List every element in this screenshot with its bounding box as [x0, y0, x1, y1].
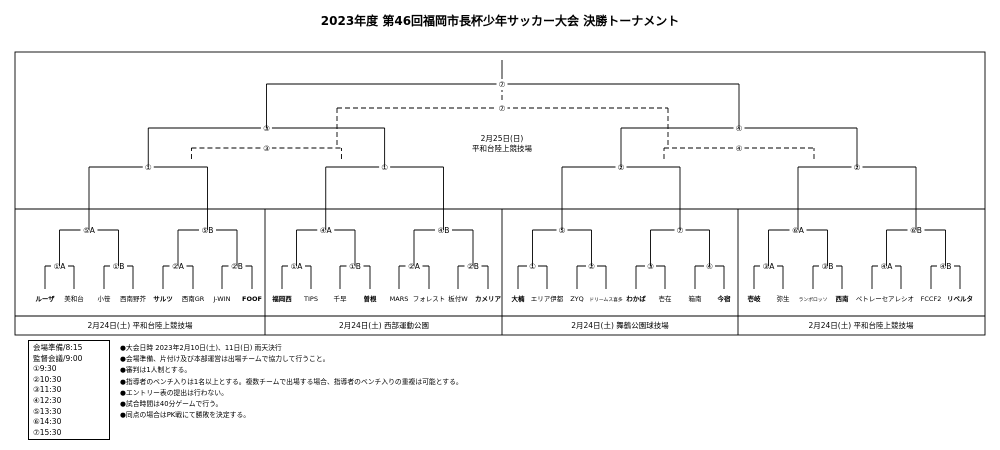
match-label-r2: ⑥A: [792, 226, 805, 235]
match-label-sf-third: ④: [736, 144, 743, 153]
match-label-r1: ②A: [408, 262, 421, 271]
match-label-r2: ④A: [320, 226, 333, 235]
team-name: フォレスト: [413, 295, 446, 303]
team-name: 千早: [334, 294, 348, 303]
page-title: 2023年度 第46回福岡市長杯少年サッカー大会 決勝トーナメント: [320, 14, 680, 28]
match-label-sf-third: ③: [263, 144, 270, 153]
match-label-final: ⑦: [499, 80, 506, 89]
team-name: サルツ: [153, 295, 173, 303]
match-label-r1: ③B: [822, 262, 834, 271]
note-item: ●大会日時 2023年2月10日(土)、11日(日) 雨天決行: [120, 344, 282, 352]
team-name: 弥生: [777, 294, 791, 303]
note-item: ●会場準備、片付け及び本部運営は出場チームで協力して行うこと。: [120, 355, 330, 364]
team-name: アレシオ: [888, 295, 914, 303]
team-name: ZYQ: [570, 295, 584, 303]
match-label-r1: ②: [588, 262, 595, 271]
match-label-r1: ①B: [349, 262, 361, 271]
match-label-sf: ④: [736, 124, 743, 133]
team-name: 美和台: [64, 294, 84, 303]
match-label-third-place-bg: [496, 103, 508, 113]
final-venue: 平和台陸上競技場: [472, 143, 532, 153]
team-name: 福岡西: [271, 294, 292, 303]
tournament-bracket: ルーザ 美和台 小笹西南野芥サルツ 西南GR J-WIN FOOF ①A ①B ②A ②B ⑤A ⑤B…: [14, 51, 986, 336]
team-name: FCCF2: [921, 295, 942, 303]
team-name: 箱南: [689, 294, 703, 303]
venue-footer: 2月24日(土) 舞鶴公園球技場: [571, 320, 669, 330]
note-item: ●試合時間は40分ゲームで行う。: [120, 400, 223, 409]
team-name: FOOF: [242, 295, 262, 303]
note-item: ●指導者のベンチ入りは1名以上とする。複数チームで出場する場合、指導者のベンチ入…: [120, 377, 463, 386]
schedule-item: ②10:30: [33, 374, 62, 384]
note-item: ●エントリー表の提出は行わない。: [120, 388, 228, 397]
match-label-r1: ②A: [172, 262, 185, 271]
notes-list: ●大会日時 2023年2月10日(土)、11日(日) 雨天決行 ●会場準備、片付け…: [120, 343, 720, 421]
match-label-r1: ①: [529, 262, 536, 271]
match-label-r1: ④A: [881, 262, 894, 271]
match-label-sf: ③: [263, 124, 270, 133]
team-name: ランポロッソ: [799, 296, 828, 303]
match-label-r1: ④: [706, 262, 713, 271]
team-name: 西南GR: [182, 294, 205, 303]
team-name: TIPS: [303, 295, 318, 303]
team-name: カメリア: [475, 295, 502, 303]
team-name: 壱在: [659, 294, 673, 303]
match-label-qf: ①: [145, 163, 152, 172]
team-name: 西南野芥: [120, 294, 147, 303]
team-name: J-WIN: [213, 295, 231, 303]
match-label-r2: ⑥B: [910, 226, 922, 235]
schedule-item: 会場準備/8:15: [33, 343, 83, 352]
match-label-r1: ②B: [231, 262, 243, 271]
match-label-r2: ⑤B: [202, 226, 214, 235]
team-name: 小笹: [98, 294, 112, 303]
match-label-r2: ⑦: [677, 226, 684, 235]
team-name: MARS: [390, 295, 409, 303]
schedule-item: ⑦15:30: [33, 427, 62, 437]
match-label-qf: ②: [854, 163, 861, 172]
team-name: 大楠: [512, 294, 526, 303]
team-name: ルーザ: [35, 295, 55, 303]
schedule-item: ⑤13:30: [33, 406, 62, 416]
outer-frame: [14, 51, 986, 336]
match-label-r1: ④B: [940, 262, 952, 271]
venue-footer: 2月24日(土) 平和台陸上競技場: [808, 320, 914, 330]
schedule-item: ④12:30: [33, 395, 62, 405]
venue-footer: 2月24日(土) 西部運動公園: [339, 320, 429, 330]
match-label-r1: ②B: [467, 262, 479, 271]
match-label-r2: ⑤A: [83, 226, 96, 235]
match-label-r1: ③: [647, 262, 654, 271]
match-label-r1: ①A: [291, 262, 304, 271]
schedule-item: 監督会議/9:00: [33, 353, 83, 363]
team-name: エリア伊都: [531, 294, 564, 303]
match-label-qf: ①: [381, 163, 388, 172]
note-item: ●同点の場合はPK戦にて勝敗を決定する。: [120, 411, 251, 420]
match-label-r2: ④B: [438, 226, 450, 235]
team-name: ペトレーセ: [856, 295, 889, 303]
team-name: ドリームス喜多: [589, 296, 623, 303]
final-date: 2月25日(日): [481, 134, 524, 143]
team-name: わかば: [626, 294, 646, 303]
match-label-final-bg: [496, 79, 508, 89]
note-item: ●審判は1人制とする。: [120, 366, 192, 375]
match-label-sf-third-bg: [260, 143, 272, 153]
team-name: 曽根: [364, 294, 378, 303]
match-label-third-place: ⑦: [499, 104, 506, 113]
match-label-r1: ①A: [54, 262, 67, 271]
schedule-item: ③11:30: [33, 385, 62, 395]
venue-footer: 2月24日(土) 平和台陸上競技場: [87, 320, 193, 330]
match-label-r1: ③A: [763, 262, 776, 271]
team-name: リベルタ: [947, 294, 973, 303]
match-label-qf: ②: [618, 163, 625, 172]
match-label-r1: ①B: [113, 262, 125, 271]
team-name: 今宿: [718, 294, 732, 303]
match-label-sf-third-bg: [733, 143, 745, 153]
schedule-item: ①9:30: [33, 364, 57, 374]
schedule-item: ⑥14:30: [33, 417, 62, 427]
team-name: 壱岐: [748, 294, 762, 303]
team-name: 板付W: [448, 294, 468, 303]
match-label-r2: ⑤: [559, 226, 566, 235]
team-name: 西南: [836, 294, 850, 303]
